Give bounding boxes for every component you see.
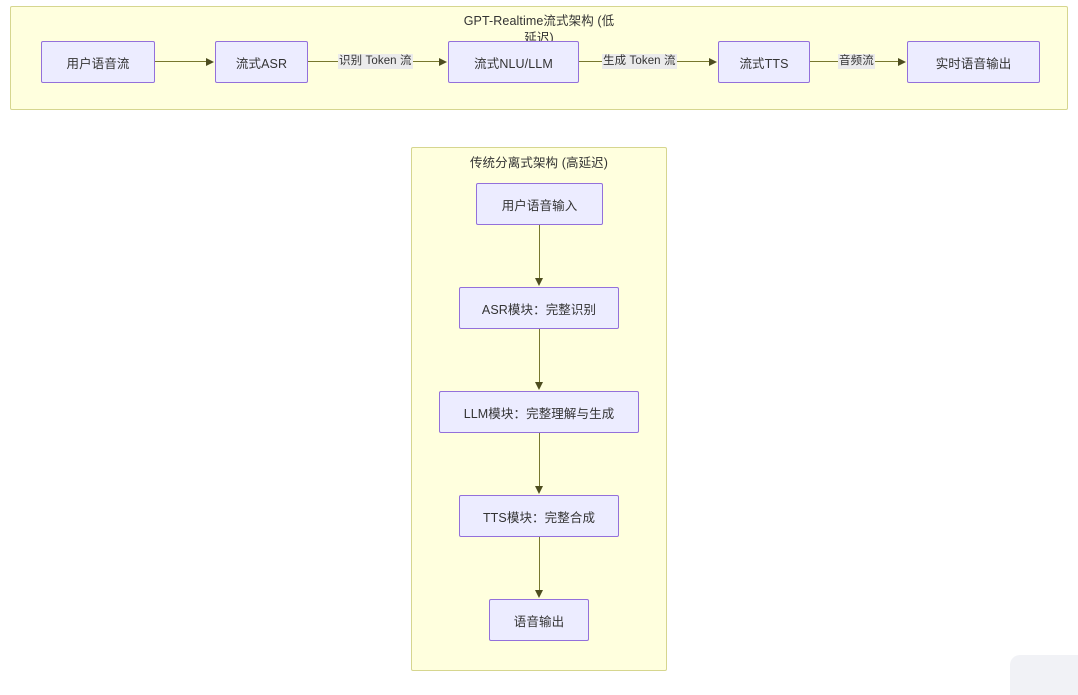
node-tts-module[interactable]: TTS模块：完整合成: [459, 495, 619, 537]
node-user-voice-stream[interactable]: 用户语音流: [41, 41, 155, 83]
node-label: 用户语音流: [66, 56, 130, 71]
node-user-voice-input[interactable]: 用户语音输入: [476, 183, 603, 225]
arrowhead-icon: [534, 486, 543, 494]
node-asr-module[interactable]: ASR模块：完整识别: [459, 287, 619, 329]
edge-tts-module-to-voice-output: [538, 537, 540, 591]
edge-llm-module-to-tts-module: [538, 433, 540, 487]
arrowhead-icon: [898, 57, 906, 66]
node-label: 流式TTS: [739, 56, 789, 71]
edge-asr-module-to-llm-module: [538, 329, 540, 383]
arrowhead-icon: [534, 278, 543, 286]
node-label: 实时语音输出: [935, 56, 1012, 71]
node-label: 流式ASR: [235, 56, 288, 71]
node-streaming-nlu-llm[interactable]: 流式NLU/LLM: [448, 41, 579, 83]
subgraph-title-traditional: 传统分离式架构 (高延迟): [469, 156, 609, 170]
arrowhead-icon: [534, 590, 543, 598]
arrowhead-icon: [534, 382, 543, 390]
node-label: ASR模块：完整识别: [481, 302, 597, 317]
node-streaming-tts[interactable]: 流式TTS: [718, 41, 810, 83]
arrowhead-icon: [709, 57, 717, 66]
arrowhead-icon: [206, 57, 214, 66]
node-streaming-asr[interactable]: 流式ASR: [215, 41, 308, 83]
arrowhead-icon: [439, 57, 447, 66]
edge-label-generated-token-stream: 生成 Token 流: [602, 54, 677, 69]
node-voice-output[interactable]: 语音输出: [489, 599, 589, 641]
edge-label-recognized-token-stream: 识别 Token 流: [338, 54, 413, 69]
node-label: LLM模块：完整理解与生成: [463, 406, 615, 421]
edge-label-audio-stream: 音频流: [838, 54, 875, 69]
node-label: 语音输出: [513, 614, 565, 629]
node-label: TTS模块：完整合成: [482, 510, 596, 525]
node-llm-module[interactable]: LLM模块：完整理解与生成: [439, 391, 639, 433]
node-realtime-voice-output[interactable]: 实时语音输出: [907, 41, 1040, 83]
edge-user-stream-to-asr: [155, 61, 207, 63]
node-label: 用户语音输入: [501, 198, 578, 213]
node-label: 流式NLU/LLM: [474, 56, 553, 71]
corner-overlay-panel: [1010, 655, 1078, 695]
edge-voice-input-to-asr-module: [538, 225, 540, 279]
